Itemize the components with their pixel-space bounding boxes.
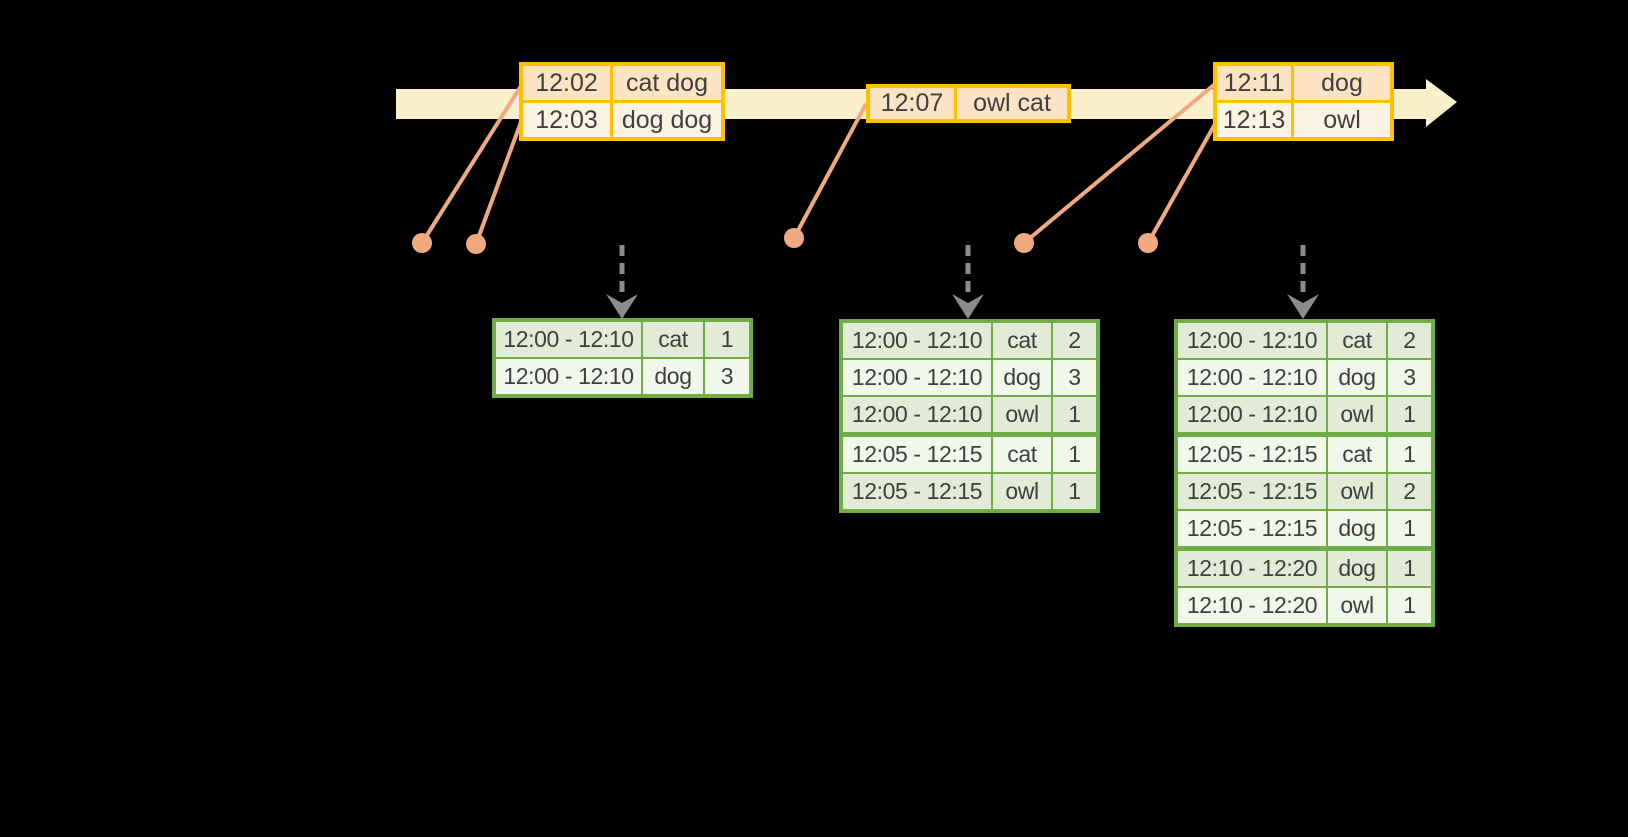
event-time-cell: 12:03 (535, 105, 598, 134)
result-window-cell: 12:00 - 12:10 (1186, 327, 1318, 353)
result-word-cell: dog (1326, 511, 1386, 546)
result-word-cell: dog (641, 359, 703, 394)
event-time-cell: 12:13 (1222, 105, 1286, 134)
result-window-cell: 12:05 - 12:15 (1186, 515, 1318, 541)
event-leader-line (792, 103, 868, 239)
result-count-cell: 1 (703, 322, 749, 357)
flow-arrowhead-icon (952, 294, 984, 319)
result-word-cell: cat (641, 322, 703, 357)
event-row: 12:03 dog dog (523, 100, 721, 137)
result-window-cell: 12:10 - 12:20 (1186, 592, 1318, 618)
event-leader-line (1022, 82, 1217, 245)
result-window-cell: 12:05 - 12:15 (1186, 441, 1318, 467)
event-marker-dot (1014, 233, 1034, 253)
event-time-cell: 12:07 (880, 89, 944, 117)
result-window-cell: 12:00 - 12:10 (503, 326, 634, 352)
event-table: 12:02 cat dog 12:03 dog dog (519, 62, 725, 141)
event-marker-dot (412, 233, 432, 253)
event-time-cell: 12:02 (535, 68, 598, 97)
result-word-cell: dog (991, 360, 1051, 395)
result-window-cell: 12:05 - 12:15 (851, 441, 983, 467)
result-window-cell: 12:05 - 12:15 (1186, 478, 1318, 504)
event-table: 12:07 owl cat (866, 84, 1071, 123)
result-word-cell: owl (991, 397, 1051, 432)
result-count-cell: 1 (1386, 397, 1431, 432)
result-word-cell: cat (991, 323, 1051, 358)
result-count-cell: 3 (703, 359, 749, 394)
result-count-cell: 1 (1386, 551, 1431, 586)
result-word-cell: owl (1326, 474, 1386, 509)
event-marker-dot (784, 228, 804, 248)
flow-arrowhead-icon (1287, 294, 1319, 319)
result-count-cell: 1 (1386, 511, 1431, 546)
result-word-cell: dog (1326, 360, 1386, 395)
event-marker-dot (466, 234, 486, 254)
result-count-cell: 1 (1386, 437, 1431, 472)
result-word-cell: dog (1326, 551, 1386, 586)
result-word-cell: owl (1326, 397, 1386, 432)
result-window-cell: 12:00 - 12:10 (503, 363, 634, 389)
result-word-cell: owl (1326, 588, 1386, 623)
result-count-cell: 2 (1386, 474, 1431, 509)
result-window-cell: 12:00 - 12:10 (1186, 401, 1318, 427)
event-leader-line (1146, 123, 1217, 244)
result-window-cell: 12:05 - 12:15 (851, 478, 983, 504)
result-window-cell: 12:00 - 12:10 (1186, 364, 1318, 390)
event-marker-dot (1138, 233, 1158, 253)
result-count-cell: 2 (1386, 323, 1431, 358)
result-count-cell: 1 (1051, 397, 1096, 432)
event-words-cell: dog (1291, 66, 1390, 100)
result-count-cell: 1 (1051, 474, 1096, 509)
event-row: 12:07 owl cat (870, 88, 1067, 119)
timeline-arrowhead-icon (1426, 79, 1457, 127)
result-word-cell: cat (991, 437, 1051, 472)
result-window-cell: 12:00 - 12:10 (851, 327, 983, 353)
result-count-cell: 1 (1386, 588, 1431, 623)
result-word-cell: cat (1326, 323, 1386, 358)
event-leader-line (474, 121, 523, 245)
result-word-cell: cat (1326, 437, 1386, 472)
flow-arrowhead-icon (606, 294, 638, 319)
event-words-cell: cat dog (610, 66, 721, 100)
result-count-cell: 3 (1051, 360, 1096, 395)
result-word-cell: owl (991, 474, 1051, 509)
event-words-cell: owl (1291, 103, 1390, 137)
result-window-cell: 12:00 - 12:10 (851, 401, 983, 427)
result-window-cell: 12:10 - 12:20 (1186, 555, 1318, 581)
event-time-cell: 12:11 (1223, 68, 1285, 97)
event-row: 12:02 cat dog (523, 66, 721, 100)
event-words-cell: dog dog (610, 103, 721, 137)
result-window-cell: 12:00 - 12:10 (851, 364, 983, 390)
result-count-cell: 1 (1051, 437, 1096, 472)
event-words-cell: owl cat (954, 88, 1067, 119)
event-leader-line (420, 84, 523, 245)
result-count-cell: 2 (1051, 323, 1096, 358)
result-count-cell: 3 (1386, 360, 1431, 395)
